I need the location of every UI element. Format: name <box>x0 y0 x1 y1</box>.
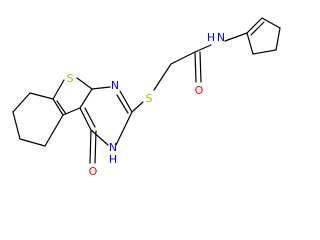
bond <box>115 111 133 146</box>
bond <box>252 49 277 55</box>
bond <box>12 92 31 113</box>
bond <box>29 92 54 100</box>
atom-s-thiophene: S <box>67 72 74 85</box>
bond <box>116 94 129 114</box>
atom-o-amide: O <box>195 84 204 97</box>
bond <box>131 101 144 113</box>
bond <box>119 90 133 113</box>
bond <box>76 77 93 90</box>
atom-h-amide: H <box>207 31 215 44</box>
bond <box>250 21 265 36</box>
bond <box>261 17 281 29</box>
bond <box>19 138 46 147</box>
bond <box>224 32 248 42</box>
bond <box>170 51 196 65</box>
molecule-structure: H N O S N S N H O <box>12 17 281 178</box>
bond <box>194 44 212 53</box>
bond <box>62 107 81 116</box>
bond <box>44 114 64 147</box>
bond <box>246 32 254 55</box>
bond <box>194 51 197 83</box>
bond <box>89 129 92 164</box>
bond <box>91 86 111 90</box>
molecule-canvas: H N O S N S N H O <box>12 17 281 178</box>
bonds <box>12 17 281 164</box>
bond <box>79 107 92 131</box>
bond <box>153 63 172 91</box>
atom-n-pyrimidine: N <box>111 79 119 92</box>
atom-n-ring-nh: N <box>109 141 117 154</box>
bond <box>12 111 21 140</box>
atom-o-ketone: O <box>89 165 98 178</box>
atom-s-thioether: S <box>146 92 153 105</box>
atom-n-amide: N <box>217 31 225 44</box>
bond <box>275 27 281 51</box>
bond <box>56 100 67 115</box>
bond <box>52 98 64 116</box>
bond <box>246 17 263 34</box>
bond <box>79 88 93 109</box>
bond <box>84 107 96 128</box>
bond <box>52 79 65 100</box>
bond <box>94 130 97 164</box>
atom-labels: H N O S N S N H O <box>67 31 226 178</box>
atom-h-ring-nh: H <box>109 153 117 166</box>
bond <box>199 51 202 83</box>
bond <box>90 129 109 146</box>
